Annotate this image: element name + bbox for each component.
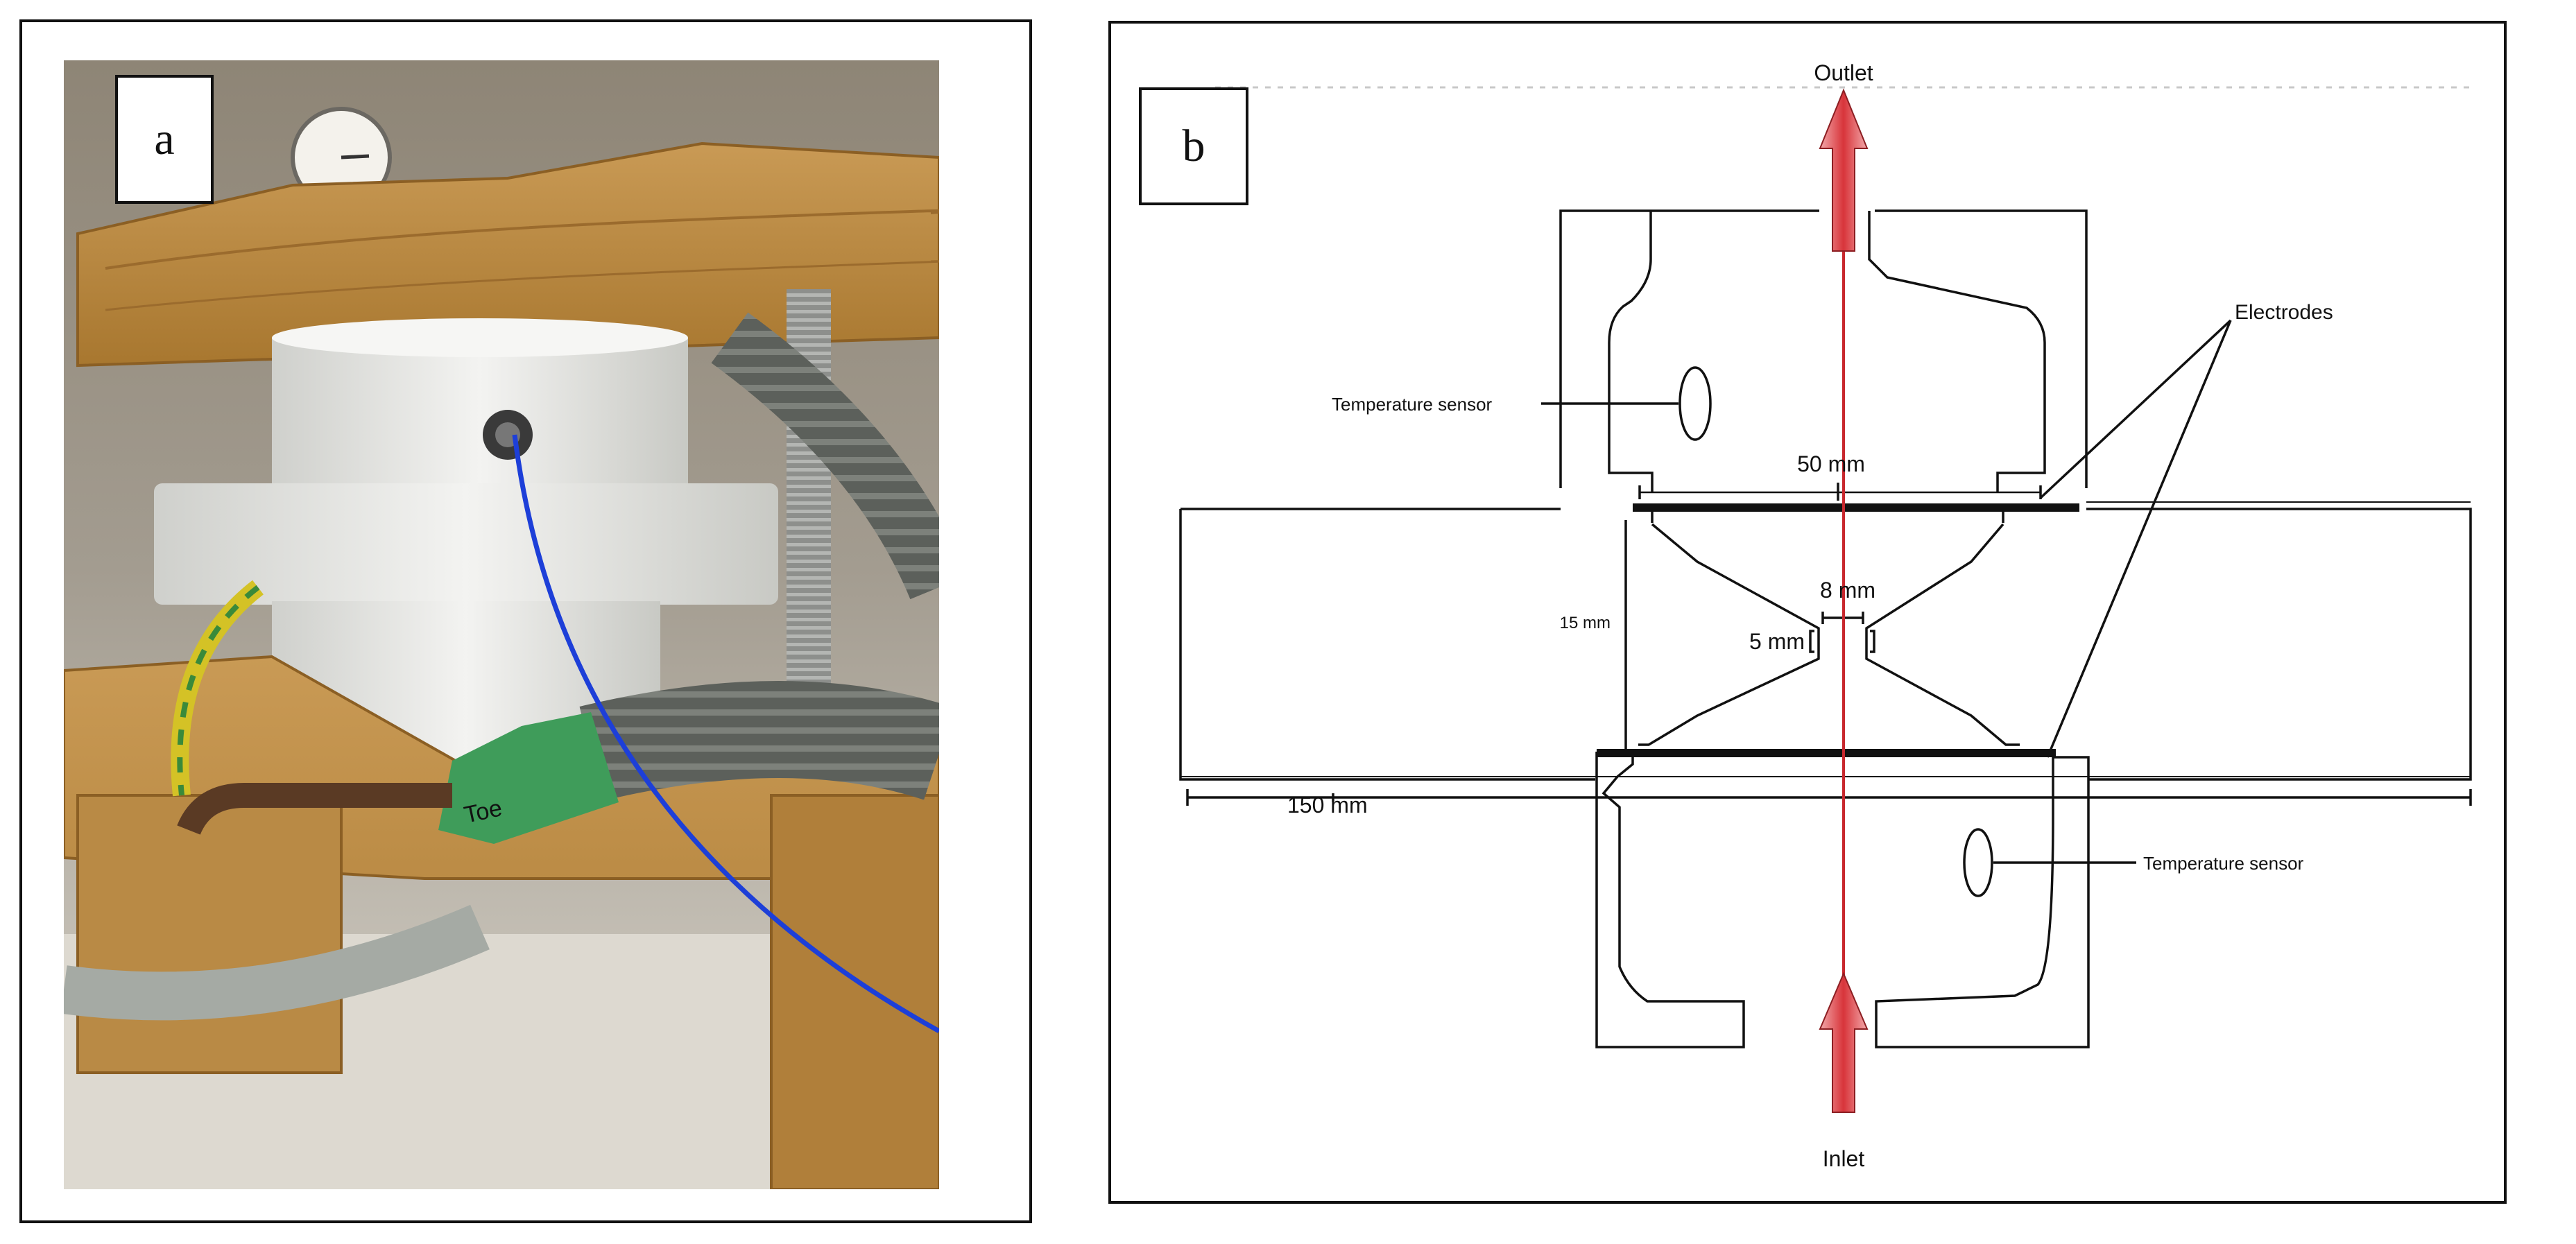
panel-b-diagram-frame: Outlet Inlet Electrodes Temperature sens… [1108, 21, 2507, 1204]
corrugated-conduit-upper [711, 312, 939, 600]
setup-photograph: Toe [64, 60, 939, 1189]
water-hose [64, 904, 490, 1021]
reactor-upper-cylinder [272, 338, 688, 497]
outlet-arrow [1819, 88, 1869, 252]
electrode-cable [177, 783, 452, 836]
panel-a-photo-frame: Toe a [19, 19, 1032, 1223]
panel-b-label: b [1139, 87, 1248, 205]
dimension-8mm: 8 mm [1820, 578, 1875, 603]
top-wooden-beam [76, 141, 939, 368]
reactor-schematic: Outlet Inlet Electrodes Temperature sens… [1111, 24, 2504, 1201]
temperature-sensor-label-top: Temperature sensor [1332, 394, 1493, 415]
photo-illustration: Toe [64, 60, 939, 1189]
inlet-arrow [1819, 971, 1869, 1113]
upper-housing-left [1559, 209, 1819, 488]
panel-a-label: a [115, 75, 214, 204]
green-cable-boot [438, 712, 619, 844]
schematic-svg: Outlet Inlet Electrodes Temperature sens… [1179, 60, 2472, 1171]
stand-leg-right [770, 794, 939, 1189]
dimension-50mm: 50 mm [1797, 451, 1865, 476]
dimension-15mm: 15 mm [1560, 614, 1611, 632]
dimension-5mm: 5 mm [1749, 629, 1805, 654]
electrodes-label: Electrodes [2235, 301, 2333, 324]
temperature-sensor-label-bottom: Temperature sensor [2143, 853, 2304, 874]
temperature-sensor-bottom [1963, 828, 1993, 897]
sensor-wire [512, 434, 939, 1034]
inlet-label: Inlet [1823, 1146, 1865, 1171]
stand-leg-left [76, 794, 343, 1074]
upper-housing-right [1875, 209, 2088, 488]
dimension-150mm: 150 mm [1287, 793, 1368, 818]
reactor-flange [154, 483, 778, 605]
outlet-label: Outlet [1814, 60, 1873, 85]
corrugated-conduit [579, 681, 939, 802]
temperature-sensor-top [1678, 366, 1712, 441]
